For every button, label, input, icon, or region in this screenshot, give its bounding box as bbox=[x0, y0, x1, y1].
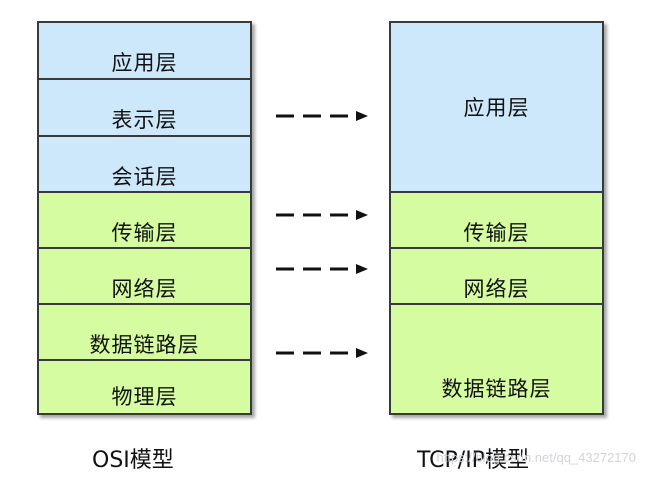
layer-divider bbox=[39, 191, 250, 193]
layer-divider bbox=[391, 247, 602, 249]
layer-divider bbox=[39, 135, 250, 137]
osi-layer-application: 应用层 bbox=[39, 23, 250, 79]
dashed-arrow-icon bbox=[276, 111, 368, 121]
osi-caption: OSI模型 bbox=[92, 448, 174, 473]
osi-layer-transport: 传输层 bbox=[39, 193, 250, 249]
layer-divider bbox=[39, 359, 250, 361]
tcpip-layer-network: 网络层 bbox=[391, 249, 602, 305]
watermark: https://blog.csdn.net/qq_43272170 bbox=[436, 450, 637, 465]
dashed-arrow-icon bbox=[276, 264, 368, 274]
osi-layer-label: 传输层 bbox=[111, 221, 178, 245]
dashed-arrow-icon bbox=[276, 348, 368, 358]
layer-divider bbox=[39, 78, 250, 80]
tcpip-layer-transport: 传输层 bbox=[391, 193, 602, 249]
layer-divider bbox=[39, 247, 250, 249]
osi-layer-label: 会话层 bbox=[111, 165, 178, 189]
tcpip-layer-label: 网络层 bbox=[463, 277, 530, 301]
osi-layer-label: 应用层 bbox=[111, 51, 178, 75]
tcpip-layer-label: 数据链路层 bbox=[441, 377, 552, 401]
tcpip-layer-label: 应用层 bbox=[463, 96, 530, 120]
layer-divider bbox=[39, 303, 250, 305]
osi-layer-network: 网络层 bbox=[39, 249, 250, 305]
tcpip-layer-label: 传输层 bbox=[463, 221, 530, 245]
osi-layer-presentation: 表示层 bbox=[39, 80, 250, 136]
tcpip-caption: TCP/IP模型 bbox=[417, 448, 529, 473]
tcpip-layer-data-link: 数据链路层 bbox=[391, 305, 602, 413]
osi-layer-label: 物理层 bbox=[111, 385, 178, 409]
osi-layer-label: 数据链路层 bbox=[89, 333, 200, 357]
dashed-arrow-icon bbox=[276, 210, 368, 220]
osi-layer-label: 表示层 bbox=[111, 108, 178, 132]
tcpip-layer-application: 应用层 bbox=[391, 23, 602, 191]
osi-model-stack: 应用层 表示层 会话层 传输层 网络层 数据链路层 物理层 bbox=[37, 21, 252, 415]
layer-divider bbox=[391, 191, 602, 193]
osi-layer-data-link: 数据链路层 bbox=[39, 305, 250, 361]
osi-layer-physical: 物理层 bbox=[39, 361, 250, 413]
tcpip-model-stack: 应用层 传输层 网络层 数据链路层 bbox=[389, 21, 604, 415]
osi-layer-session: 会话层 bbox=[39, 137, 250, 193]
layer-divider bbox=[391, 303, 602, 305]
osi-layer-label: 网络层 bbox=[111, 277, 178, 301]
